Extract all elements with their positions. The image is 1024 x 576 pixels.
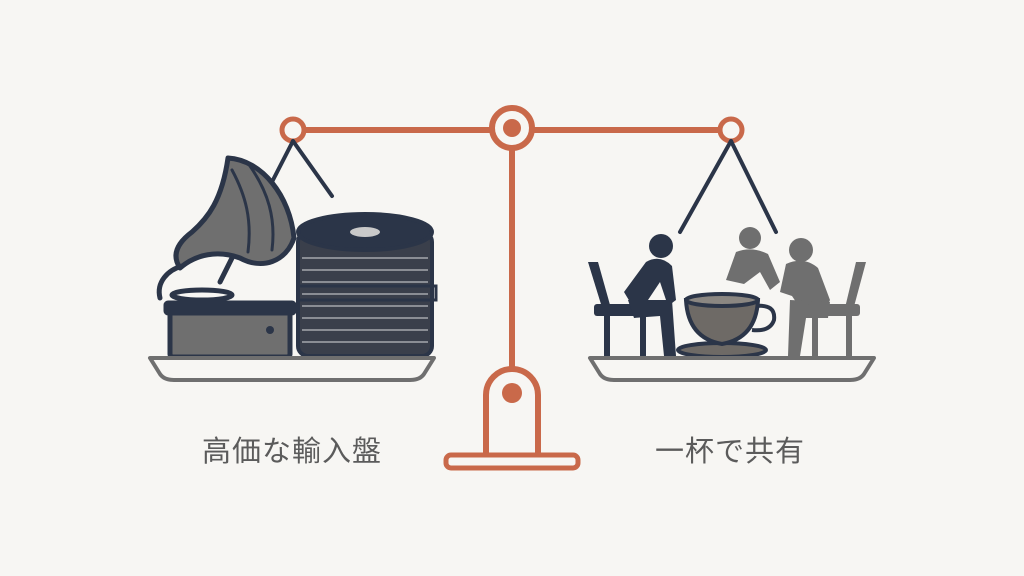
left-pan-caption: 高価な輸入盤 [201,434,383,468]
right-pan [588,356,876,382]
person-icon [780,238,830,356]
record-label [350,227,380,237]
gramophone-icon [156,155,297,360]
right-pan-caption: 一杯で共有 [654,434,806,468]
record-stack-lines [302,257,428,343]
chair-left-back [588,262,612,314]
turntable [169,287,235,303]
person-left-body [624,258,676,306]
chair-right-back [844,262,866,314]
gramophone-arm [156,263,185,301]
cup-handle [751,303,777,333]
beam-end-left [279,116,307,144]
gramophone-keyhole [266,326,274,334]
gramophone-horn [173,155,297,271]
scale-frame [279,105,745,471]
person-middle-head [739,227,761,249]
string-right-b [729,139,778,234]
stand-knob [502,383,522,403]
coffee-cup-icon [676,292,777,359]
person-icon [726,227,780,290]
cup-rim [684,292,760,308]
cup-body [683,298,761,347]
person-left-legs [628,300,676,356]
beam-pivot-center [503,119,521,137]
chair-right-seat [806,304,860,316]
right-pan-contents [588,227,876,382]
person-icon [624,234,676,356]
gramophone-needle [217,255,235,285]
scale-base [443,452,581,471]
chair-right-leg [846,314,852,356]
person-middle-body [726,249,780,290]
gramophone-box-lid [163,300,297,316]
string-right-a [678,139,733,234]
vinyl-record-stack-icon [296,212,438,358]
chair-left-leg [604,314,610,356]
chair-right-leg [812,314,818,356]
record-pushed-out [300,284,438,302]
string-left-b [291,139,334,198]
beam-end-right [717,116,745,144]
left-pan [148,356,436,382]
chair-left-leg [640,314,646,356]
strings [253,139,778,234]
person-right-head [789,238,813,262]
chair-icon [806,262,866,356]
person-right-body [780,260,830,310]
scale-stand [483,366,541,455]
left-pan-contents [148,155,438,382]
horn-ribs [230,164,275,254]
person-left-head [649,234,673,258]
